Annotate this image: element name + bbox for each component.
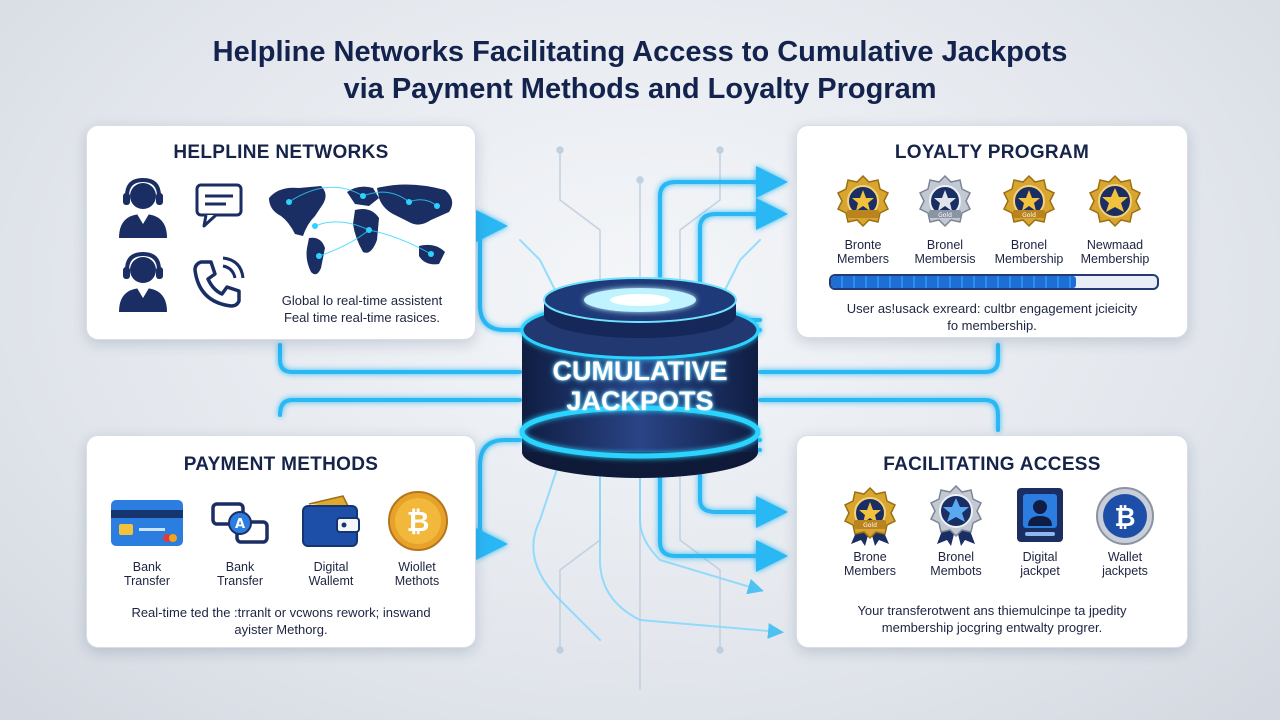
payment-caption: Real-time ted the :trranlt or vcwons rew… <box>87 604 475 638</box>
page-title: Helpline Networks Facilitating Access to… <box>0 34 1280 108</box>
hub-label-line-2: JACKPOTS <box>566 386 714 416</box>
access-panel-title: FACILITATING ACCESS <box>883 454 1101 475</box>
loyalty-progress-fill <box>831 276 1076 288</box>
access-caption: Your transferotwent ans thiemulcinpe ta … <box>797 602 1187 636</box>
gold-membership-badge-icon: Gold <box>1002 174 1056 228</box>
jackpot-hub <box>519 277 761 478</box>
svg-text:Gold: Gold <box>1022 212 1036 219</box>
loyalty-program-panel: LOYALTY PROGRAM Bronte Members Gold Bron… <box>796 125 1188 338</box>
helpline-caption-line-2: Feal time real-time rasices. <box>283 310 441 325</box>
hub-label-line-1: CUMULATIVE <box>552 356 728 386</box>
helpline-panel-title: HELPLINE NETWORKS <box>173 142 389 163</box>
loyalty-panel-title: LOYALTY PROGRAM <box>894 142 1090 163</box>
payment-caption-line-1: Real-time ted the :trranlt or vcwons rew… <box>131 605 431 620</box>
helpline-caption: Global lo real-time assistent Feal time … <box>247 292 477 326</box>
access-item-3-label: Digital jackpet <box>1020 550 1060 578</box>
title-line-1: Helpline Networks Facilitating Access to… <box>212 36 1068 68</box>
helpline-caption-line-1: Global lo real-time assistent <box>281 293 443 308</box>
loyalty-badge-3-label: Bronel Membership <box>994 238 1064 266</box>
world-map-icon <box>269 184 453 275</box>
loyalty-badge-1-label: Bronte Members <box>836 238 890 266</box>
facilitating-access-panel: FACILITATING ACCESS Gold Brone Members B… <box>796 435 1188 648</box>
payment-caption-line-2: ayister Methorg. <box>234 622 328 637</box>
headset-agent-icon <box>119 251 167 312</box>
helpline-networks-panel: HELPLINE NETWORKS <box>86 125 476 340</box>
loyalty-caption-line-2: fo membership. <box>947 318 1037 333</box>
id-card-icon <box>1017 488 1063 542</box>
access-item-1-label: Brone Members <box>843 550 897 578</box>
payment-panel-title: PAYMENT METHODS <box>183 454 379 475</box>
phone-icon <box>193 256 245 308</box>
bitcoin-coin-icon: ₿ <box>1096 487 1154 545</box>
bitcoin-icon: ₿ <box>388 491 448 551</box>
payment-method-1-label: Bank Transfer <box>123 560 171 588</box>
access-caption-line-2: membership jocgring entwalty progrer. <box>881 620 1103 635</box>
star-membership-badge-icon <box>1088 174 1142 228</box>
title-line-2: via Payment Methods and Loyalty Program <box>343 73 937 105</box>
access-item-4-label: Wallet jackpets <box>1102 550 1148 578</box>
payment-method-3-label: Digital Wallemt <box>308 560 354 588</box>
gold-membership-badge-icon <box>836 174 890 228</box>
chat-bubble-icon <box>195 183 243 228</box>
hub-label: CUMULATIVE JACKPOTS <box>525 356 755 416</box>
bank-transfer-icon: A <box>211 502 269 544</box>
wallet-icon <box>302 495 360 547</box>
svg-text:A: A <box>235 517 245 532</box>
silver-membership-badge-icon: Gold <box>918 174 972 228</box>
svg-text:₿: ₿ <box>407 505 430 538</box>
payment-method-4-label: Wiollet Methots <box>394 560 440 588</box>
headset-agent-icon <box>119 177 167 238</box>
loyalty-badge-4-label: Newmaad Membership <box>1080 238 1150 266</box>
access-caption-line-1: Your transferotwent ans thiemulcinpe ta … <box>857 603 1127 618</box>
loyalty-badge-2-label: Bronel Membersis <box>914 238 976 266</box>
blue-star-badge-icon <box>929 484 983 546</box>
credit-card-icon <box>111 500 183 546</box>
loyalty-progress-bar <box>829 274 1159 290</box>
payment-methods-panel: PAYMENT METHODS Bank Transfer A Bank Tra… <box>86 435 476 648</box>
svg-text:₿: ₿ <box>1114 503 1135 533</box>
access-item-2-label: Bronel Membots <box>930 550 982 578</box>
payment-method-2-label: Bank Transfer <box>216 560 264 588</box>
gold-badge-icon: Gold <box>843 486 897 546</box>
loyalty-caption-line-1: User as!usack exreard: cultbr engagement… <box>846 301 1138 316</box>
svg-text:Gold: Gold <box>938 212 952 219</box>
svg-text:Gold: Gold <box>863 522 877 529</box>
loyalty-caption: User as!usack exreard: cultbr engagement… <box>797 300 1187 334</box>
